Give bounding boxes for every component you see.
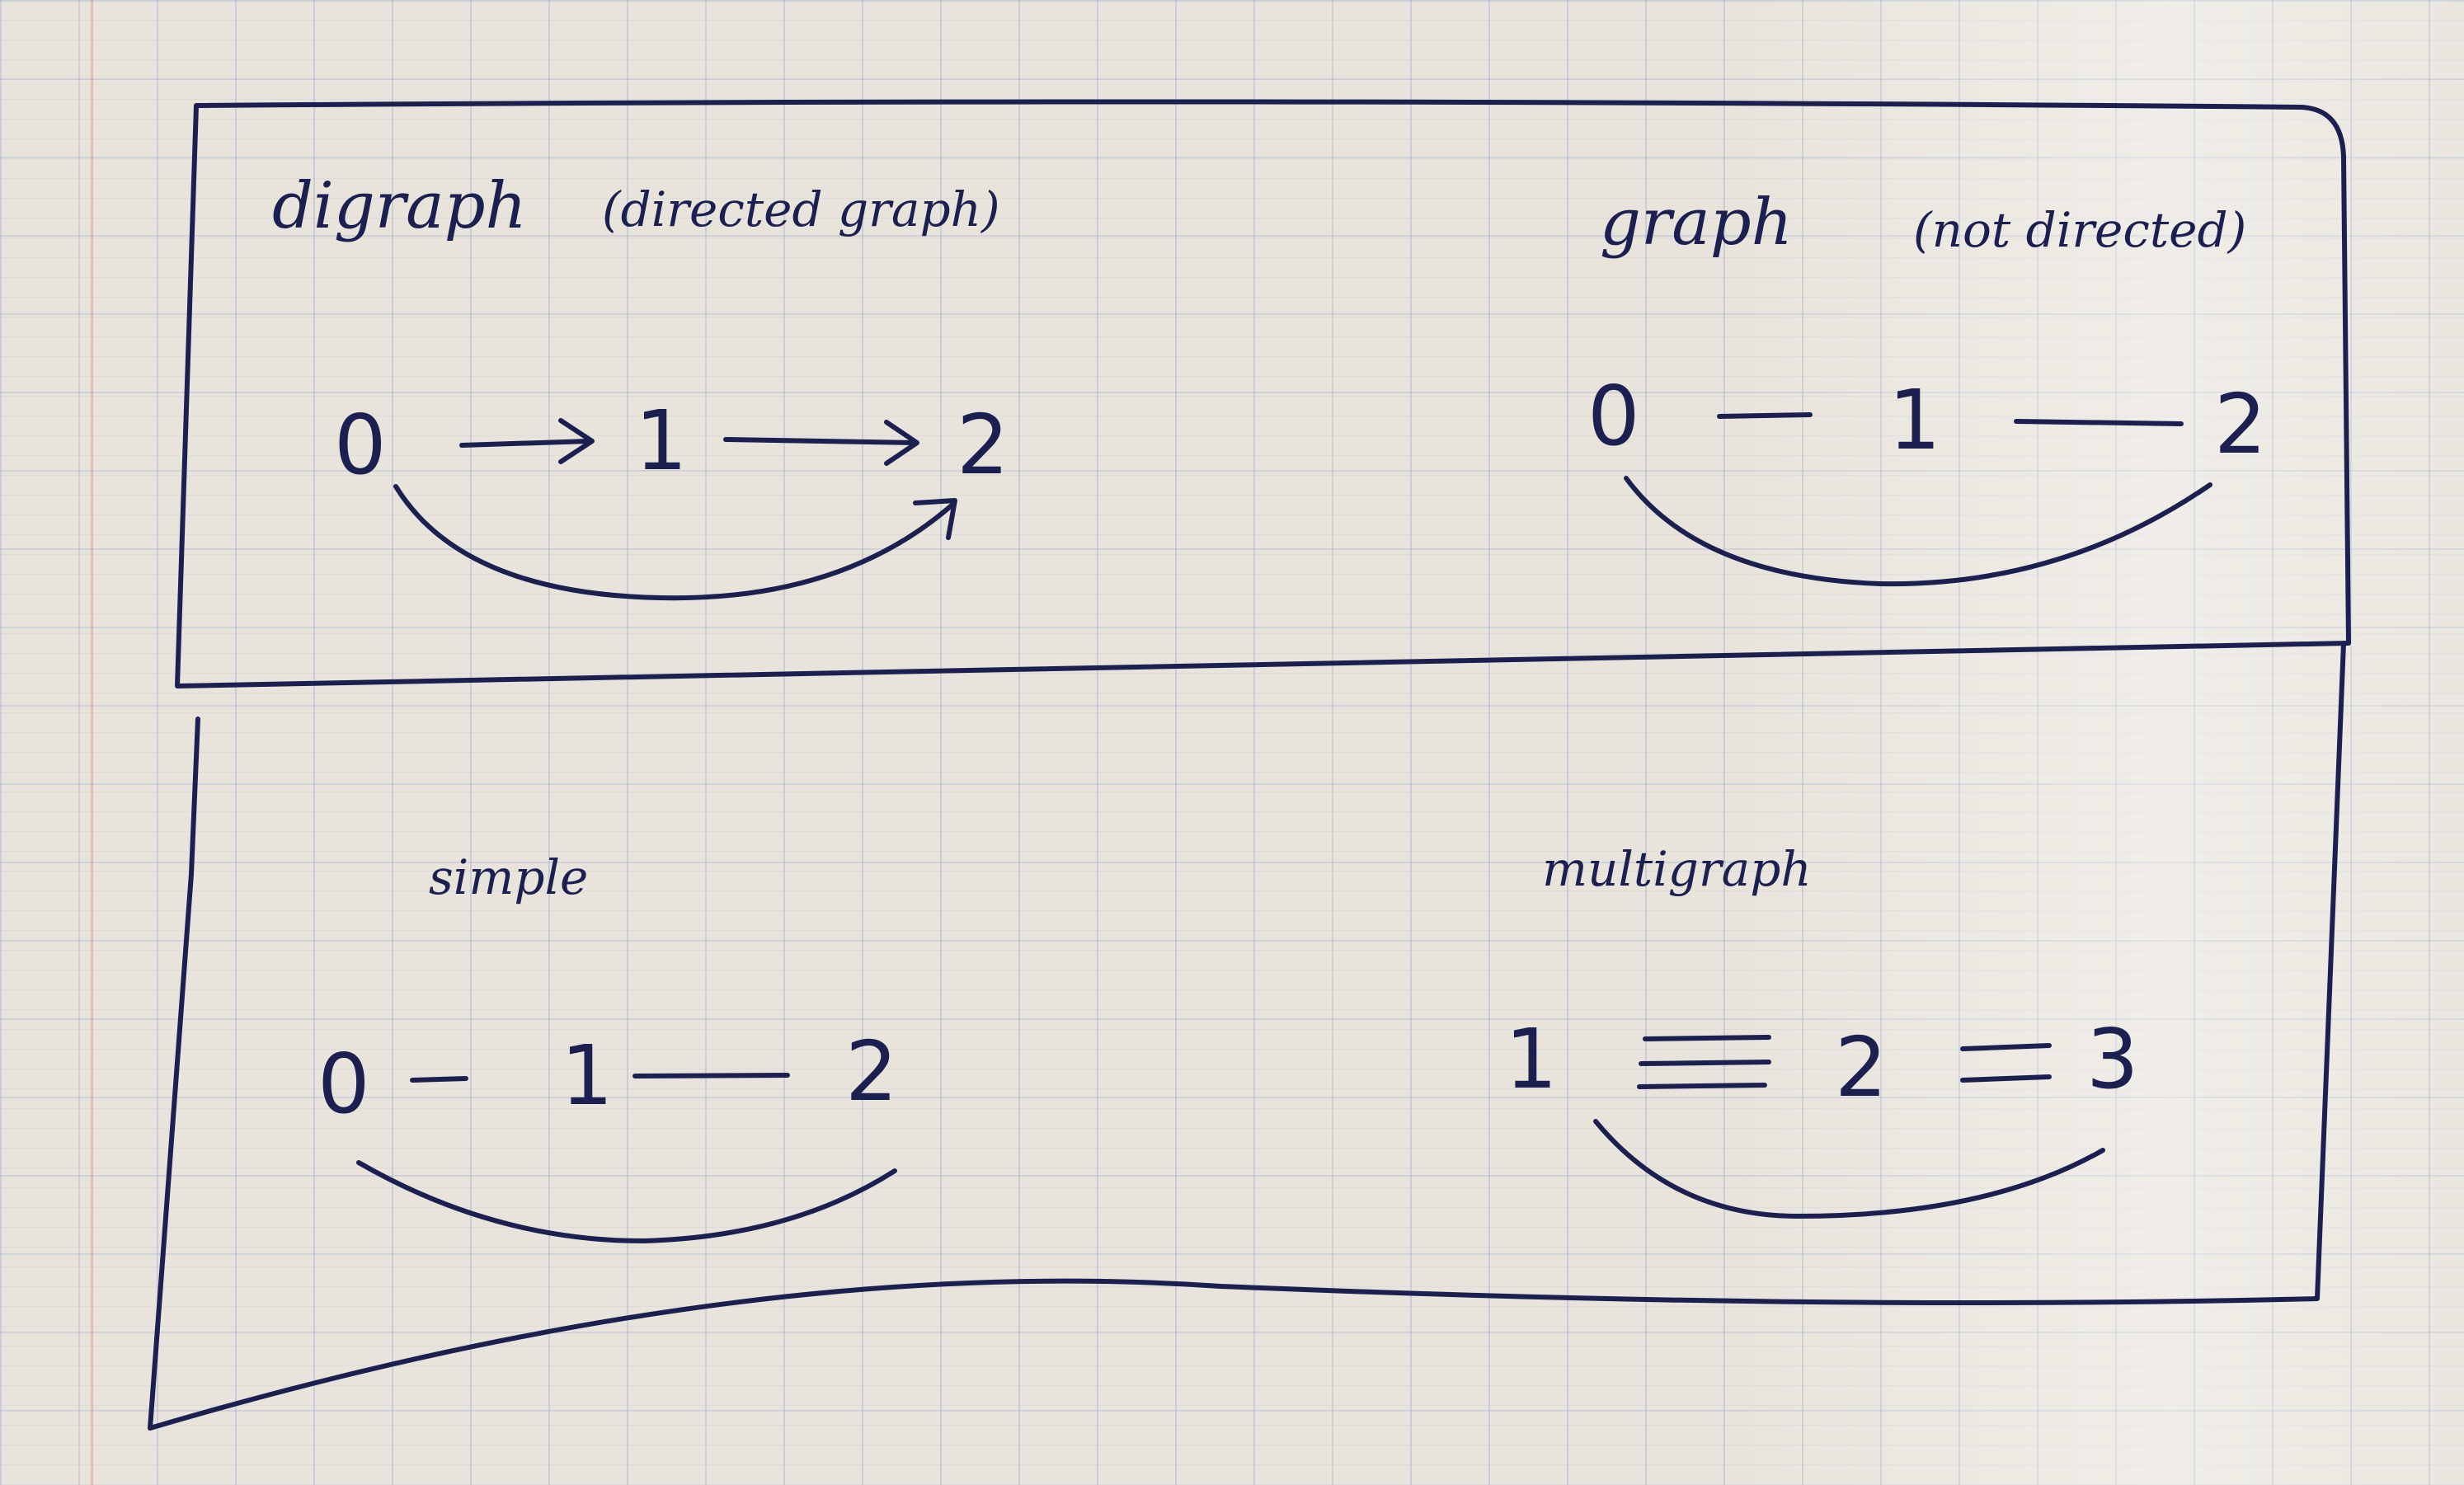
arrowhead-1 bbox=[558, 418, 595, 464]
simple-edge-0-1 bbox=[410, 1076, 468, 1083]
simple-node-1: 1 bbox=[561, 1027, 614, 1124]
simple-node-0: 0 bbox=[317, 1036, 370, 1132]
multigraph-node-1: 1 bbox=[1505, 1011, 1558, 1107]
edge-0-1 bbox=[1717, 412, 1813, 419]
digraph-subtitle: (directed graph) bbox=[602, 181, 1000, 237]
arrowhead-0-2 bbox=[913, 498, 957, 540]
edge-0-1-arrow bbox=[459, 439, 592, 448]
digraph-node-0: 0 bbox=[334, 397, 387, 493]
graph-node-1: 1 bbox=[1888, 372, 1941, 468]
edge-1-2 bbox=[2014, 419, 2184, 426]
simple-edge-1-2 bbox=[632, 1073, 790, 1079]
top-panel-border bbox=[175, 99, 2351, 688]
multigraph-title: multigraph bbox=[1542, 841, 1812, 897]
margin-line bbox=[91, 0, 93, 1485]
graph-title: graph bbox=[1600, 186, 1793, 260]
multi-edge-1-2-a bbox=[1643, 1035, 1771, 1041]
multigraph-node-3: 3 bbox=[2086, 1011, 2139, 1107]
arrowhead-2 bbox=[884, 420, 919, 466]
edge-0-2 bbox=[1624, 476, 2212, 587]
multi-edge-1-2-b bbox=[1639, 1060, 1771, 1066]
multi-edge-2-3-b bbox=[1960, 1074, 2052, 1083]
bottom-panel-border bbox=[148, 641, 2346, 1431]
simple-title: simple bbox=[429, 849, 589, 905]
graph-subtitle: (not directed) bbox=[1913, 202, 2247, 258]
graph-node-0: 0 bbox=[1587, 368, 1640, 464]
multi-edge-2-3-a bbox=[1960, 1043, 2052, 1051]
digraph-node-1: 1 bbox=[635, 392, 688, 489]
multi-edge-1-2-c bbox=[1637, 1083, 1767, 1089]
simple-node-2: 2 bbox=[845, 1023, 898, 1120]
multigraph-node-2: 2 bbox=[1835, 1019, 1888, 1116]
edge-0-2-arrow bbox=[393, 484, 955, 601]
edge-1-2-arrow bbox=[723, 437, 918, 445]
multi-edge-1-3 bbox=[1593, 1119, 2105, 1219]
digraph-title: digraph bbox=[272, 169, 527, 243]
graph-node-2: 2 bbox=[2214, 376, 2267, 472]
simple-edge-0-2 bbox=[356, 1160, 897, 1243]
digraph-node-2: 2 bbox=[957, 397, 1009, 493]
